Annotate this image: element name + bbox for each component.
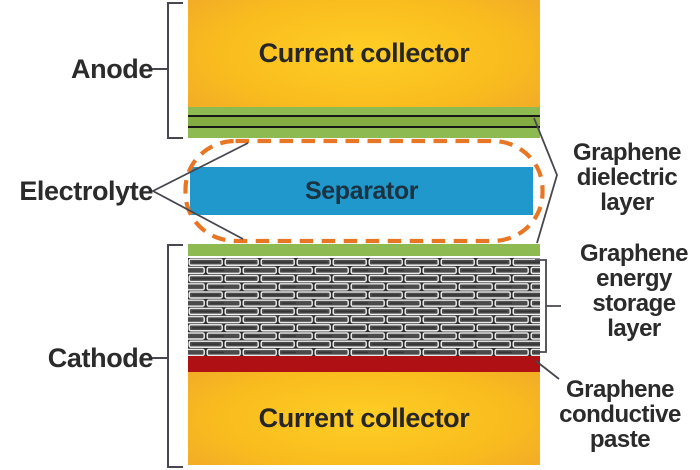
cathode-current-collector-label: Current collector	[258, 403, 470, 433]
separator-block: Separator	[190, 167, 533, 215]
paste-label-line-2: conductive	[559, 401, 681, 428]
cathode-label: Cathode	[47, 343, 154, 373]
anode-layer-line-2	[188, 125, 540, 128]
anode-bracket	[167, 2, 183, 139]
dielectric-label-line-2: dielectric	[576, 164, 678, 191]
storage-label-line-1: Graphene	[579, 240, 689, 267]
dielectric-label-line-3: layer	[600, 189, 654, 216]
graphene-paste-label: Graphene conductive paste	[540, 377, 700, 452]
graphene-conductive-paste-layer	[188, 356, 540, 372]
anode-layer-line-1	[188, 114, 540, 117]
graphene-dielectric-layer-cathode	[188, 244, 540, 256]
cathode-current-collector-block: Current collector	[188, 372, 540, 465]
storage-label-line-2: energy	[596, 265, 672, 292]
storage-label-line-4: layer	[607, 315, 661, 342]
anode-current-collector-block: Current collector	[188, 0, 540, 107]
graphene-dielectric-label: Graphene dielectric layer	[550, 140, 700, 215]
separator-label: Separator	[304, 176, 419, 205]
electrolyte-label: Electrolyte	[19, 176, 153, 206]
graphene-storage-label: Graphene energy storage layer	[554, 241, 700, 341]
dielectric-label-line-1: Graphene	[572, 139, 682, 166]
storage-label-line-3: storage	[592, 290, 676, 317]
anode-label: Anode	[71, 54, 153, 84]
paste-label-line-3: paste	[589, 426, 651, 453]
anode-current-collector-label: Current collector	[258, 38, 470, 68]
anode-inner-band	[188, 117, 540, 126]
graphene-energy-storage-layer	[188, 258, 540, 356]
cathode-bracket	[167, 244, 183, 468]
paste-label-line-1: Graphene	[565, 376, 675, 403]
brick-pattern-fill	[188, 258, 540, 356]
